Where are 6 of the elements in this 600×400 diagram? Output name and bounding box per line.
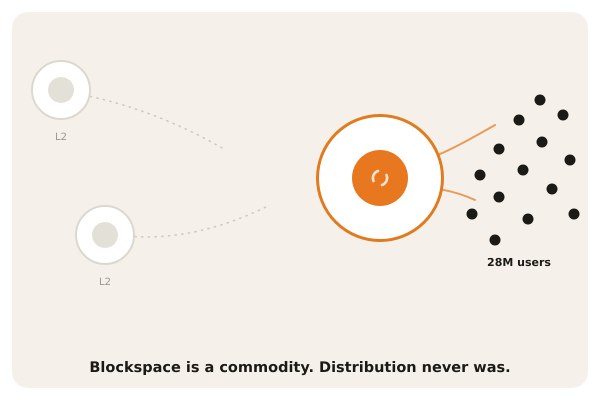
- node-label: L2: [55, 132, 67, 144]
- user-count-label: 28M users: [487, 256, 551, 269]
- caption: Blockspace is a commodity. Distribution never was.: [89, 359, 511, 377]
- connector-line: [438, 124, 496, 156]
- dotted-connector: [90, 96, 223, 149]
- node-label: L2: [99, 277, 111, 289]
